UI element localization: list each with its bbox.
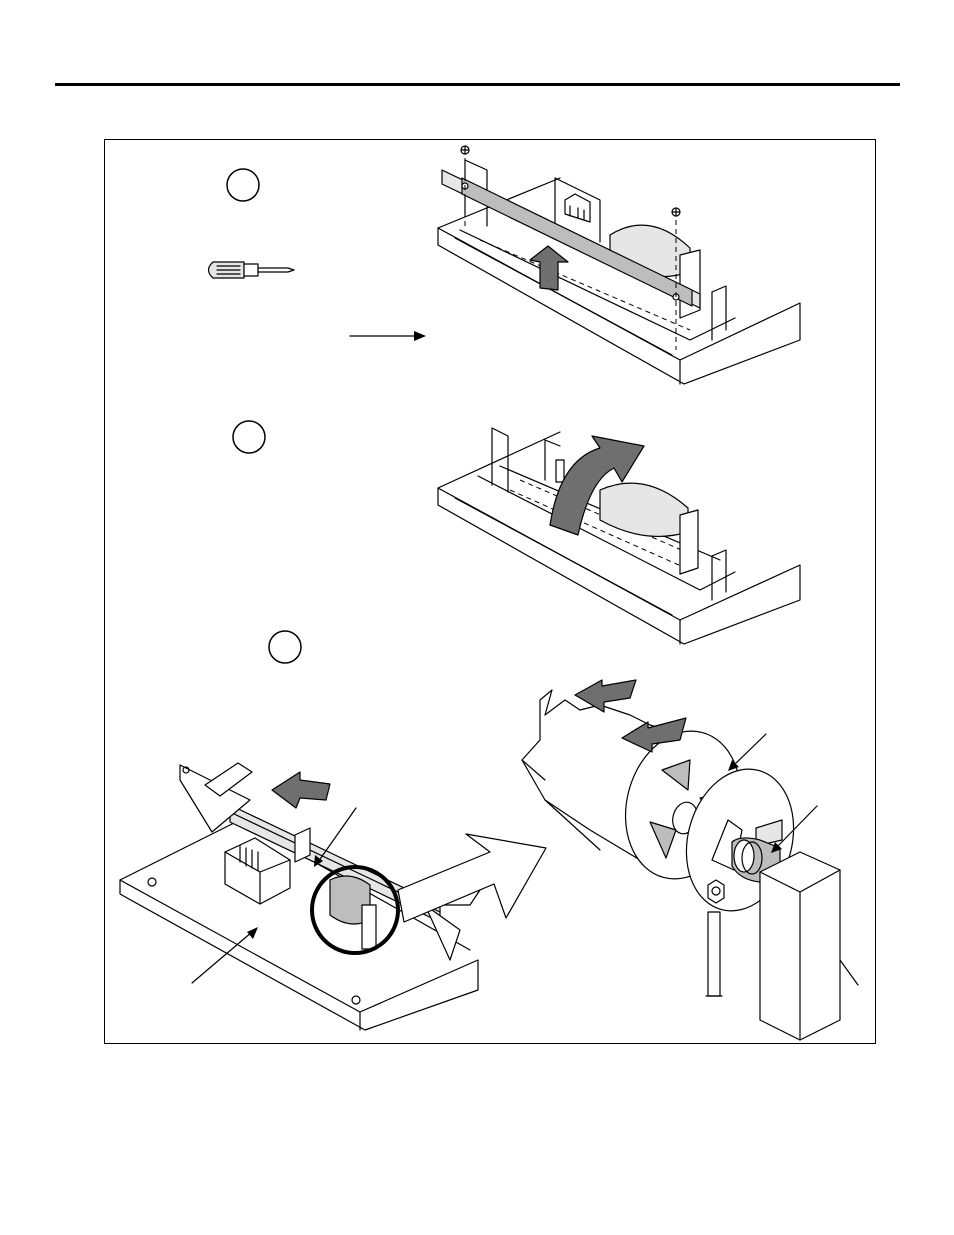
zoom-arrow-icon (398, 834, 546, 922)
step-2-marker (233, 421, 265, 453)
step-1-marker (227, 169, 259, 201)
callout-hub-pointer (728, 734, 766, 771)
detail-nut (706, 880, 724, 996)
callout-tray-pointer (350, 331, 426, 341)
slide-arrow-icon (272, 772, 330, 808)
screwdriver-icon (209, 262, 295, 278)
step-3-marker (269, 631, 301, 663)
detail-bracket (760, 852, 858, 1040)
